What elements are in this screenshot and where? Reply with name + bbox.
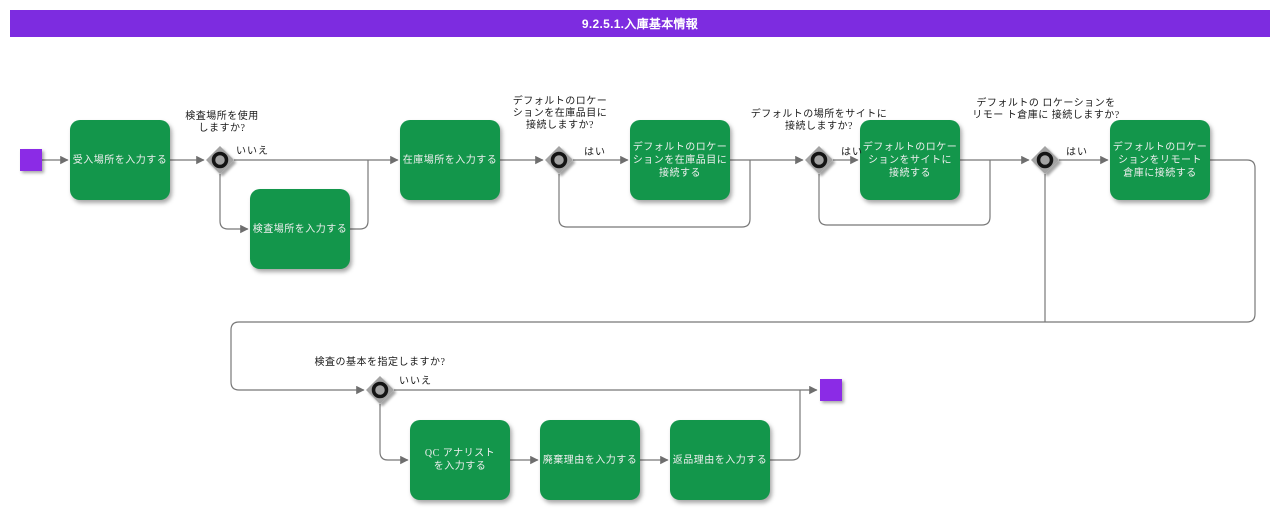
gateway-circle-icon bbox=[1036, 151, 1054, 169]
gateway-use-inspection-location bbox=[206, 146, 234, 174]
activity-qc-analyst: QC アナリスト を入力する bbox=[410, 420, 510, 500]
branch-label-yes: はい bbox=[584, 147, 606, 158]
connector-gateway5-down bbox=[379, 404, 409, 465]
question-connect-default-to-site: デフォルトの場所をサイトに 接続しますか? bbox=[750, 109, 888, 132]
connector-inspection-merge bbox=[350, 160, 369, 230]
gateway-connect-default-to-remote bbox=[1031, 146, 1059, 174]
connector-return-merge bbox=[770, 390, 801, 461]
page-title: 9.2.5.1.入庫基本情報 bbox=[581, 17, 699, 31]
question-use-inspection-location: 検査場所を使用 しますか? bbox=[185, 111, 259, 134]
connector-gateway2-bypass bbox=[558, 160, 751, 228]
gateway-circle-icon bbox=[810, 151, 828, 169]
activity-inspection-location: 検査場所を入力する bbox=[250, 189, 350, 269]
end-node bbox=[820, 379, 842, 401]
question-connect-default-to-remote: デフォルトの ロケーションを リモー ト倉庫に 接続しますか? bbox=[972, 98, 1120, 121]
branch-label-yes: はい bbox=[841, 147, 863, 158]
gateway-connect-default-to-item bbox=[545, 146, 573, 174]
connector-gateway3-bypass bbox=[818, 160, 991, 226]
gateway-circle-icon bbox=[550, 151, 568, 169]
gateway-circle-icon bbox=[371, 381, 389, 399]
activity-receiving-location: 受入場所を入力する bbox=[70, 120, 170, 200]
connector-remote-to-gateway5 bbox=[230, 159, 1256, 395]
activity-disposal-reason: 廃棄理由を入力する bbox=[540, 420, 640, 500]
gateway-connect-default-to-site bbox=[805, 146, 833, 174]
activity-return-reason: 返品理由を入力する bbox=[670, 420, 770, 500]
title-bar: 9.2.5.1.入庫基本情報 bbox=[10, 10, 1270, 37]
branch-label-no: いいえ bbox=[236, 146, 269, 157]
branch-label-no: いいえ bbox=[399, 376, 432, 387]
question-specify-inspection-basis: 検査の基本を指定しますか? bbox=[314, 357, 446, 368]
start-node bbox=[20, 149, 42, 171]
gateway-specify-inspection-basis bbox=[366, 376, 394, 404]
connector-gateway1-down bbox=[219, 174, 249, 234]
activity-connect-site-location: デフォルトのロケー ションをサイトに 接続する bbox=[860, 120, 960, 200]
activity-stock-location: 在庫場所を入力する bbox=[400, 120, 500, 200]
branch-label-yes: はい bbox=[1066, 147, 1088, 158]
activity-connect-item-location: デフォルトのロケー ションを在庫品目に 接続する bbox=[630, 120, 730, 200]
gateway-circle-icon bbox=[211, 151, 229, 169]
activity-connect-remote-location: デフォルトのロケー ションをリモート 倉庫に接続する bbox=[1110, 120, 1210, 200]
question-connect-default-to-item: デフォルトのロケー ションを在庫品目に 接続しますか? bbox=[512, 96, 608, 131]
